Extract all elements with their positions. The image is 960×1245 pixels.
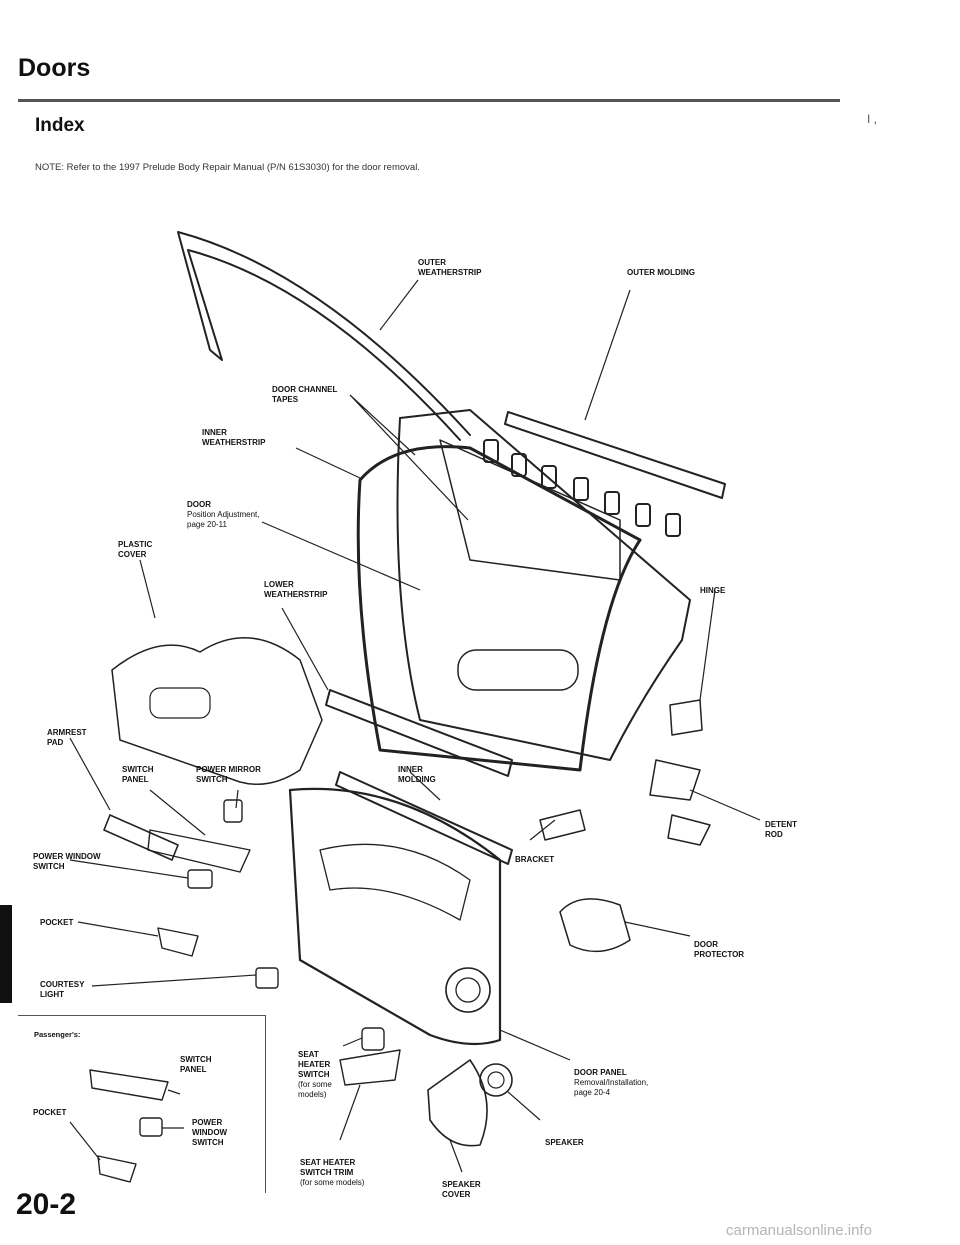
page-number: 20-2 [16, 1188, 77, 1221]
label-pass-switch-panel: SWITCH PANEL [180, 1055, 212, 1074]
label-speaker: SPEAKER [545, 1138, 584, 1147]
label-seat-heater-switch-sub: (for some models) [298, 1080, 332, 1099]
label-lower-weatherstrip: LOWER WEATHERSTRIP [264, 580, 328, 599]
label-seat-heater-switch: SEAT HEATER SWITCH (for some models) [298, 1040, 332, 1110]
pocket-part [157, 927, 199, 957]
label-pocket: POCKET [40, 918, 74, 927]
label-pass-power-window-switch: POWER WINDOW SWITCH [192, 1118, 228, 1147]
label-courtesy-light: COURTESY LIGHT [40, 980, 85, 999]
plastic-cover-part [111, 637, 323, 785]
label-pass-pocket: POCKET [33, 1108, 67, 1117]
subsection-title: Index [35, 115, 85, 136]
armrest-pad-part [103, 814, 179, 861]
door-shell-part [396, 409, 691, 761]
seat-heater-switch-trim-part [339, 1049, 401, 1086]
inner-molding-part [335, 771, 513, 865]
switch-panel-part [147, 829, 251, 873]
label-detent-rod: DETENT ROD [765, 820, 797, 839]
label-seat-heater-switch-trim-sub: (for some models) [300, 1178, 365, 1187]
label-door-panel: DOOR PANEL Removal/Installation, page 20… [574, 1058, 648, 1108]
edge-marks: I , [867, 112, 878, 126]
label-inner-molding: INNER MOLDING [398, 765, 436, 784]
label-door-sub: Position Adjustment, page 20-11 [187, 510, 260, 529]
passenger-inset-border-right [265, 1015, 266, 1193]
section-tab-marker [0, 905, 12, 1003]
label-door-title: DOOR [187, 500, 211, 509]
door-protector-part [559, 898, 631, 953]
pass-switch-panel-part [89, 1069, 169, 1101]
label-door-protector: DOOR PROTECTOR [694, 940, 745, 959]
watermark: carmanualsonline.info [726, 1222, 872, 1239]
lower-weatherstrip-part [325, 689, 513, 777]
power-mirror-switch-part [223, 799, 243, 823]
label-power-window-switch: POWER WINDOW SWITCH [33, 852, 101, 871]
inner-weatherstrip-part [356, 445, 642, 772]
courtesy-light-part [255, 967, 279, 989]
label-door-channel-tapes: DOOR CHANNEL TAPES [272, 385, 338, 404]
label-seat-heater-switch-title: SEAT HEATER SWITCH [298, 1050, 331, 1079]
note-text: NOTE: Refer to the 1997 Prelude Body Rep… [35, 162, 420, 173]
label-passengers: Passenger's: [34, 1030, 81, 1039]
detent-rod-part [649, 759, 711, 846]
speaker-part [479, 1063, 513, 1097]
seat-heater-switch-part [361, 1027, 385, 1051]
outer-weatherstrip-part [177, 231, 471, 441]
door-panel-part [288, 787, 502, 1046]
label-hinge: HINGE [700, 586, 726, 595]
pass-power-window-switch-part [139, 1117, 163, 1137]
section-title: Doors [18, 54, 91, 82]
label-outer-weatherstrip: OUTER WEATHERSTRIP [418, 258, 482, 277]
power-window-switch-part [187, 869, 213, 889]
label-door: DOOR Position Adjustment, page 20-11 [187, 490, 259, 540]
header-rule [18, 99, 840, 102]
label-bracket: BRACKET [515, 855, 555, 864]
label-switch-panel: SWITCH PANEL [122, 765, 154, 784]
pass-pocket-part [97, 1155, 137, 1183]
label-seat-heater-switch-trim-title: SEAT HEATER SWITCH TRIM [300, 1158, 356, 1177]
label-power-mirror-switch: POWER MIRROR SWITCH [196, 765, 261, 784]
molding-clips [483, 439, 681, 537]
label-speaker-cover: SPEAKER COVER [442, 1180, 481, 1199]
label-seat-heater-switch-trim: SEAT HEATER SWITCH TRIM (for some models… [300, 1148, 364, 1198]
outer-molding-part [504, 411, 726, 499]
label-armrest-pad: ARMREST PAD [47, 728, 87, 747]
label-outer-molding: OUTER MOLDING [627, 268, 695, 277]
label-door-panel-sub: Removal/Installation, page 20-4 [574, 1078, 649, 1097]
label-door-panel-title: DOOR PANEL [574, 1068, 627, 1077]
speaker-cover-part [427, 1059, 488, 1147]
label-inner-weatherstrip: INNER WEATHERSTRIP [202, 428, 266, 447]
passenger-inset-border-top [18, 1015, 266, 1016]
bracket-part [539, 809, 586, 841]
hinge-part [669, 699, 703, 736]
label-plastic-cover: PLASTIC COVER [118, 540, 153, 559]
